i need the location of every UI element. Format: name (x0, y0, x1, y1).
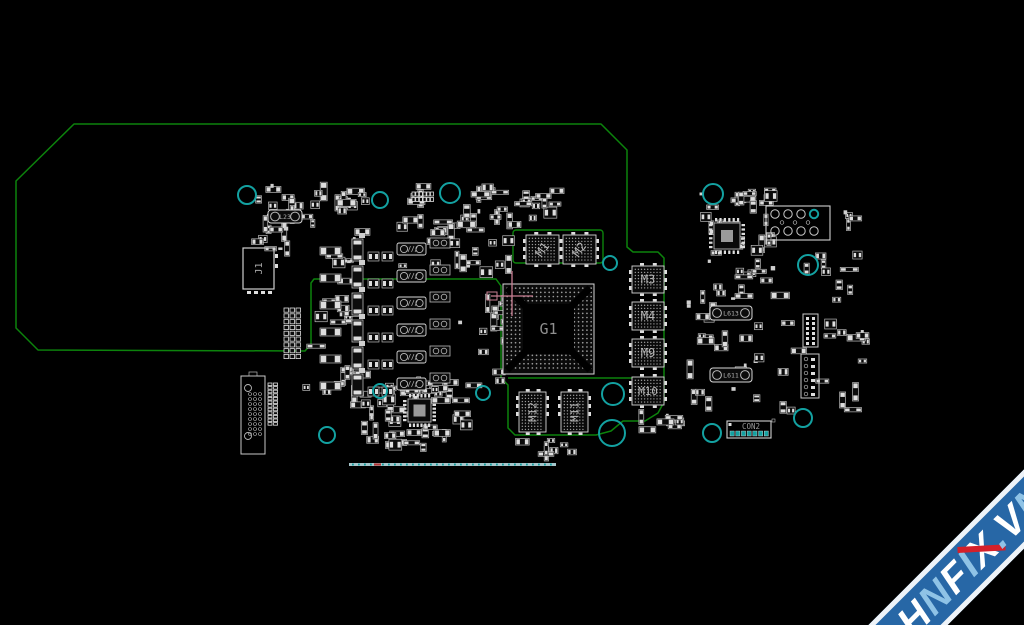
connector-label: CON2 (742, 422, 760, 431)
component-cluster[interactable] (506, 187, 565, 230)
memory-label: M9 (641, 346, 655, 360)
component-cluster[interactable] (515, 438, 577, 462)
memory-label: M1 (533, 240, 553, 260)
inductor-L613[interactable]: L613 (709, 305, 753, 321)
gpu-label: G1 (539, 320, 557, 338)
mount-hole (702, 183, 724, 205)
gpu-G1[interactable]: G1 (502, 283, 595, 375)
mount-hole (475, 385, 491, 401)
memory-M11[interactable]: M11 (558, 389, 591, 435)
component-cluster[interactable] (738, 187, 778, 214)
inductor-L611[interactable]: L611 (709, 367, 753, 383)
memory-label: M12 (527, 402, 540, 422)
inductor-label: L23 (279, 213, 291, 221)
connector-circle-pins[interactable] (240, 371, 266, 455)
pin-header-b[interactable] (267, 382, 278, 426)
connector-CON2[interactable]: CON2 (726, 418, 776, 439)
component-cluster[interactable] (835, 210, 870, 342)
mount-hole (602, 255, 618, 271)
inductor-label: L613 (723, 309, 739, 317)
pin-header-c[interactable] (411, 191, 434, 202)
component-cluster[interactable] (777, 252, 870, 415)
pin-header-a[interactable] (283, 307, 301, 359)
vrm-phase-row[interactable] (319, 233, 451, 262)
mount-hole (318, 426, 336, 444)
scale-bar (349, 463, 556, 466)
memory-label: M2 (570, 240, 590, 260)
qfn-chip-2[interactable] (709, 218, 745, 254)
inductor-label: L611 (723, 371, 739, 379)
component-cluster[interactable] (638, 409, 685, 434)
qfn-chip-1[interactable] (403, 394, 436, 427)
vrm-phase-row[interactable] (319, 341, 451, 370)
mount-hole (793, 408, 813, 428)
memory-M3[interactable]: M3 (629, 263, 667, 296)
mount-hole (439, 182, 461, 204)
inductor-L23[interactable]: L23 (267, 209, 303, 224)
connector-vertical-1[interactable] (802, 313, 819, 348)
memory-M1[interactable]: M1 (523, 232, 562, 267)
vrm-phase-row[interactable] (319, 260, 451, 289)
memory-label: M3 (641, 273, 655, 287)
memory-label: M10 (638, 385, 658, 398)
probe-crosshair (486, 271, 533, 316)
connector-label: J1 (254, 262, 265, 274)
mount-hole (372, 383, 388, 399)
connector-vertical-2[interactable] (800, 353, 820, 399)
memory-label: M11 (569, 402, 582, 422)
mount-hole (598, 419, 626, 447)
memory-M12[interactable]: M12 (516, 389, 549, 435)
memory-M4[interactable]: M4 (629, 299, 667, 333)
mount-hole (601, 382, 625, 406)
component-cluster[interactable] (396, 183, 515, 275)
connector-power[interactable] (765, 205, 831, 241)
vrm-phase-row[interactable] (319, 314, 451, 343)
power-pin-hole (808, 208, 820, 220)
memory-M10[interactable]: M10 (629, 374, 667, 408)
mount-hole (702, 423, 722, 443)
mount-hole (371, 191, 389, 209)
mount-hole (797, 254, 819, 276)
mount-holes (237, 182, 819, 447)
memory-M9[interactable]: M9 (629, 336, 667, 370)
vrm-phase-row[interactable] (319, 287, 451, 316)
memory-label: M4 (641, 309, 655, 323)
mount-hole (237, 185, 257, 205)
memory-M2[interactable]: M2 (560, 232, 599, 267)
connector-J1[interactable]: J1 (242, 247, 278, 294)
